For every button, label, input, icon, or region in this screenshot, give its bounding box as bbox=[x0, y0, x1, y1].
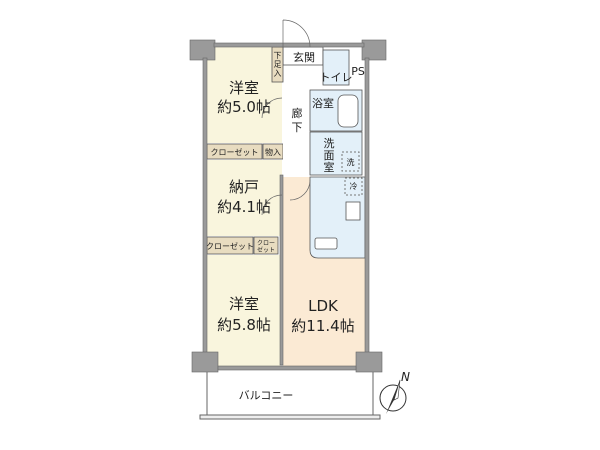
room-name-storage: 納戸 bbox=[229, 178, 259, 196]
label-storage-closet: 物入 bbox=[265, 147, 281, 157]
label-ps: PS bbox=[351, 65, 365, 78]
label-washer: 洗 bbox=[347, 157, 355, 167]
label-closet-3b: ゼット bbox=[257, 246, 275, 254]
closet-3 bbox=[253, 236, 279, 255]
storage-room bbox=[207, 160, 282, 236]
toilet bbox=[322, 49, 350, 86]
label-hallway-1: 廊 bbox=[292, 106, 303, 120]
north-label: N bbox=[401, 370, 410, 384]
label-shoe-box-3: 入 bbox=[274, 69, 282, 78]
stove-icon bbox=[345, 201, 361, 221]
label-closet-3a: クロー bbox=[257, 240, 275, 247]
room-size-ldk: 約11.4帖 bbox=[291, 317, 354, 335]
room-name-western-2: 洋室 bbox=[229, 295, 259, 313]
label-entrance: 玄関 bbox=[293, 50, 315, 64]
washer-space bbox=[341, 151, 360, 172]
sink-icon bbox=[314, 237, 338, 250]
label-washroom-3: 室 bbox=[324, 160, 335, 174]
label-shoe-box-2: 足 bbox=[274, 60, 282, 69]
label-hallway-2: 下 bbox=[292, 121, 303, 134]
label-closet-1: クローゼット bbox=[211, 147, 259, 157]
balcony bbox=[199, 372, 381, 420]
room-name-western-1: 洋室 bbox=[229, 79, 259, 97]
fridge-space bbox=[344, 177, 363, 196]
western-room-2 bbox=[207, 255, 280, 368]
label-closet-2: クローゼット bbox=[206, 241, 254, 251]
bathtub bbox=[337, 94, 359, 128]
label-fridge: 冷 bbox=[350, 181, 358, 191]
label-washroom-1: 洗 bbox=[324, 137, 335, 150]
label-bath: 浴室 bbox=[312, 96, 334, 110]
hallway bbox=[283, 65, 310, 177]
room-size-western-2: 約5.8帖 bbox=[217, 316, 271, 334]
label-shoe-box-1: 下 bbox=[274, 51, 282, 60]
label-balcony: バルコニー bbox=[239, 389, 294, 402]
room-size-storage: 約4.1帖 bbox=[217, 198, 271, 216]
western-room-1 bbox=[207, 47, 282, 143]
label-washroom-2: 面 bbox=[324, 149, 335, 162]
compass-icon: N bbox=[379, 370, 410, 414]
doors bbox=[261, 19, 311, 216]
room-name-ldk: LDK bbox=[308, 297, 339, 315]
walls bbox=[189, 39, 387, 373]
room-size-western-1: 約5.0帖 bbox=[217, 98, 271, 116]
label-toilet: トイレ bbox=[320, 71, 353, 84]
washroom bbox=[309, 131, 363, 176]
